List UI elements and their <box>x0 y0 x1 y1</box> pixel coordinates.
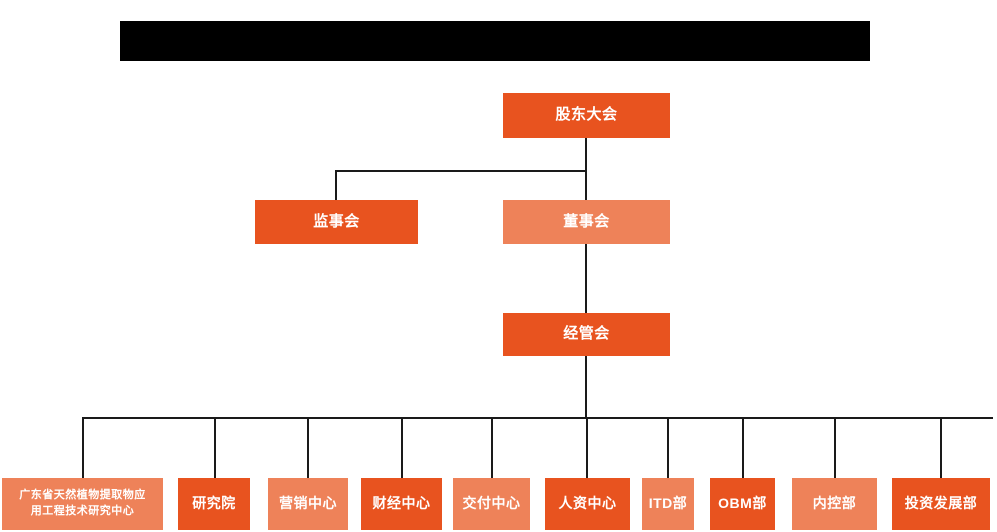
connector-to-dept-8 <box>742 417 744 478</box>
node-board-of-directors[interactable]: 董事会 <box>503 200 670 244</box>
node-label: OBM部 <box>718 495 767 512</box>
node-board-of-supervisors[interactable]: 监事会 <box>255 200 418 244</box>
connector-to-dept-5 <box>491 417 493 478</box>
node-marketing-center[interactable]: 营销中心 <box>268 478 348 530</box>
node-label: 内控部 <box>812 495 857 512</box>
node-hr-center[interactable]: 人资中心 <box>545 478 630 530</box>
connector-directors-to-mgmt <box>585 244 587 313</box>
node-internal-control-dept[interactable]: 内控部 <box>792 478 877 530</box>
connector-to-dept-9 <box>834 417 836 478</box>
node-label: 研究院 <box>192 495 236 512</box>
node-label: 交付中心 <box>462 495 521 512</box>
connector-to-dept-1 <box>82 417 84 478</box>
connector-mgmt-down <box>585 356 587 418</box>
node-label: 人资中心 <box>558 495 617 512</box>
connector-to-directors <box>585 170 587 200</box>
connector-to-dept-6 <box>586 417 588 478</box>
node-management-committee[interactable]: 经管会 <box>503 313 670 356</box>
node-label: 投资发展部 <box>904 495 978 512</box>
node-label: ITD部 <box>648 495 688 512</box>
node-label: 营销中心 <box>279 495 337 512</box>
node-label-line1: 广东省天然植物提取物应 <box>19 489 146 502</box>
connector-to-dept-3 <box>307 417 309 478</box>
node-label: 监事会 <box>313 212 360 230</box>
connector-l1-down <box>585 138 587 171</box>
node-itd-dept[interactable]: ITD部 <box>642 478 694 530</box>
node-delivery-center[interactable]: 交付中心 <box>453 478 530 530</box>
node-label: 董事会 <box>563 212 610 230</box>
node-label: 股东大会 <box>555 106 618 124</box>
connector-department-bus <box>82 417 993 419</box>
connector-to-dept-2 <box>214 417 216 478</box>
node-investment-development-dept[interactable]: 投资发展部 <box>892 478 990 530</box>
connector-to-dept-10 <box>940 417 942 478</box>
connector-to-dept-4 <box>401 417 403 478</box>
node-obm-dept[interactable]: OBM部 <box>710 478 775 530</box>
node-finance-center[interactable]: 财经中心 <box>361 478 442 530</box>
connector-l2-horizontal <box>335 170 587 172</box>
node-label: 经管会 <box>563 325 610 343</box>
node-gd-research-center[interactable]: 广东省天然植物提取物应 用工程技术研究中心 <box>2 478 163 530</box>
redacted-title-bar <box>120 21 870 61</box>
connector-to-supervisors <box>335 170 337 200</box>
node-label-line2: 用工程技术研究中心 <box>30 505 135 517</box>
connector-to-dept-7 <box>667 417 669 478</box>
node-label: 广东省天然植物提取物应 用工程技术研究中心 <box>2 488 163 520</box>
node-shareholders-meeting[interactable]: 股东大会 <box>503 93 670 138</box>
node-research-institute[interactable]: 研究院 <box>178 478 250 530</box>
node-label: 财经中心 <box>372 495 431 512</box>
